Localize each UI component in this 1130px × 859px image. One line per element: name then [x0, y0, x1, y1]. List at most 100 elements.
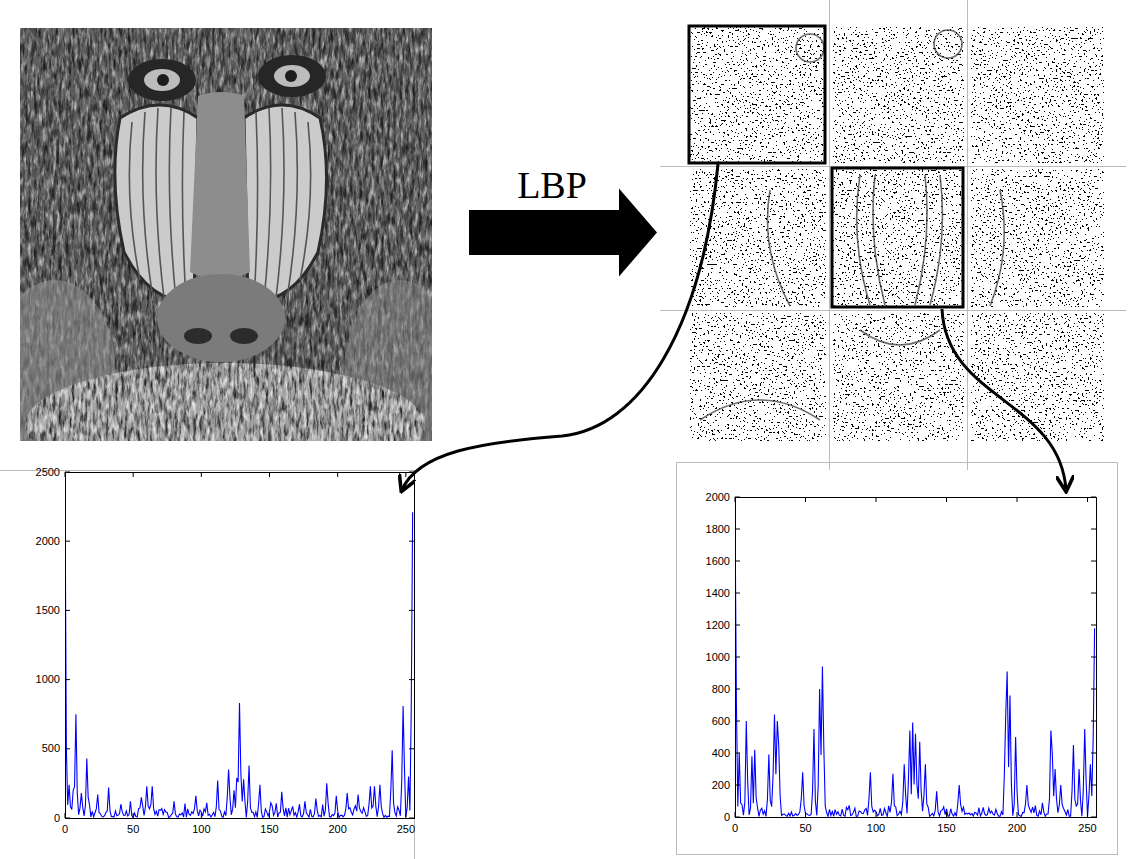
tick-label: 250 [1078, 823, 1096, 834]
beard-texture [20, 360, 432, 441]
tick-mark [735, 812, 736, 817]
tick-mark [405, 813, 406, 818]
tick-label: 150 [260, 824, 278, 835]
tick-mark [65, 748, 70, 749]
tick-mark [1091, 657, 1096, 658]
selected-tile-border [832, 168, 963, 307]
tick-mark [946, 812, 947, 817]
tick-label: 2000 [706, 492, 730, 503]
tick-mark [65, 610, 70, 611]
lbp-tile [971, 169, 1104, 307]
tick-label: 200 [1008, 823, 1026, 834]
tick-label: 200 [328, 824, 346, 835]
tick-mark [337, 472, 338, 477]
tick-label: 0 [62, 824, 68, 835]
figure-frame [677, 463, 1118, 855]
tick-mark [1091, 721, 1096, 722]
tick-mark [1091, 593, 1096, 594]
cheek [115, 105, 198, 302]
selected-tile-border [689, 26, 825, 163]
tick-label: 1400 [706, 588, 730, 599]
tick-mark [876, 812, 877, 817]
tick-mark [1091, 529, 1096, 530]
tick-mark [405, 472, 406, 477]
tick-label: 50 [799, 823, 811, 834]
tick-mark [1091, 625, 1096, 626]
baboon-photo [20, 28, 432, 441]
tick-label: 1200 [706, 620, 730, 631]
grid-lines [660, 0, 1126, 470]
tick-mark [409, 610, 414, 611]
nostril [230, 328, 258, 344]
tick-label: 0 [732, 823, 738, 834]
tick-label: 1600 [706, 556, 730, 567]
tick-mark [201, 813, 202, 818]
tick-mark [337, 813, 338, 818]
tick-label: 150 [937, 823, 955, 834]
lbp-tile [833, 27, 964, 163]
tick-mark [735, 529, 740, 530]
tick-mark [805, 497, 806, 502]
tick-label: 100 [867, 823, 885, 834]
tick-mark [133, 472, 134, 477]
lbp-tile [971, 27, 1104, 163]
tick-mark [735, 721, 740, 722]
tick-mark [65, 818, 70, 819]
axes-box [66, 473, 415, 819]
histogram-curve [65, 487, 413, 817]
tick-mark [735, 753, 740, 754]
tick-mark [735, 625, 740, 626]
tick-label: 0 [724, 812, 730, 823]
tick-mark [1091, 785, 1096, 786]
tick-mark [735, 561, 740, 562]
cheek [244, 105, 327, 302]
tick-mark [65, 472, 66, 477]
tick-mark [409, 818, 414, 819]
tick-mark [735, 657, 740, 658]
lbp-tile [833, 169, 964, 307]
tick-label: 1000 [706, 652, 730, 663]
tick-label: 600 [712, 716, 730, 727]
tick-label: 800 [712, 684, 730, 695]
tick-mark [1087, 497, 1088, 502]
tick-mark [946, 497, 947, 502]
pointer-arrow [402, 164, 718, 490]
tick-mark [65, 472, 70, 473]
eye-socket [128, 59, 196, 101]
tick-mark [1091, 497, 1096, 498]
tick-mark [269, 472, 270, 477]
tick-label: 250 [397, 824, 415, 835]
tick-mark [735, 785, 740, 786]
tick-label: 2000 [36, 536, 60, 547]
tick-mark [735, 817, 740, 818]
lbp-tile [971, 313, 1104, 441]
tick-label: 2500 [36, 467, 60, 478]
lbp-tile [690, 169, 826, 307]
tick-mark [65, 813, 66, 818]
tick-mark [876, 497, 877, 502]
arrow-node: LBP [469, 160, 659, 282]
tick-mark [409, 472, 414, 473]
tick-mark [735, 593, 740, 594]
tick-label: 400 [712, 748, 730, 759]
tick-label: 500 [42, 743, 60, 754]
lbp-tile [690, 27, 826, 163]
histogram-curve [735, 508, 1095, 816]
nostril [184, 328, 212, 344]
pointer-arrow [942, 309, 1066, 490]
tick-mark [735, 689, 740, 690]
tick-mark [65, 541, 70, 542]
arrow-label: LBP [517, 166, 587, 204]
lbp-tile [690, 313, 826, 441]
tick-mark [269, 813, 270, 818]
beard-texture [20, 360, 432, 441]
tile-edges [700, 30, 1004, 420]
tick-label: 1000 [36, 674, 60, 685]
tick-label: 100 [192, 824, 210, 835]
figure-frame [0, 470, 414, 471]
tick-mark [65, 679, 70, 680]
pupil [157, 74, 169, 86]
tick-mark [805, 812, 806, 817]
